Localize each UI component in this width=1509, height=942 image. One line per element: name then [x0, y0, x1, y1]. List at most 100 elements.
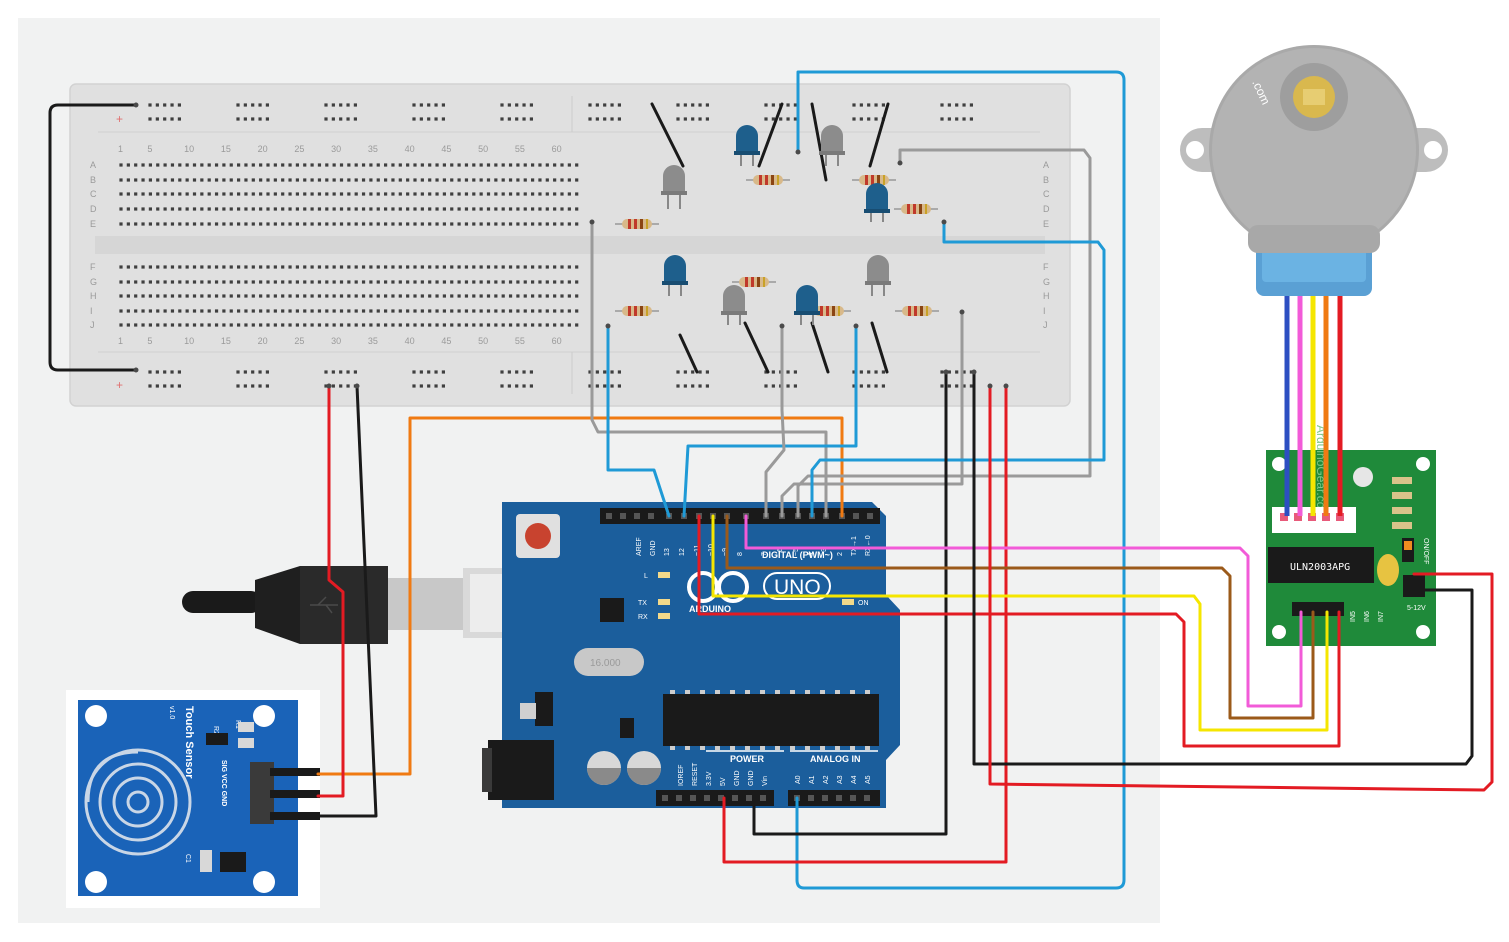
wire-black-driver-gnd — [972, 370, 1474, 766]
bb-hole — [339, 309, 344, 313]
column-number: 5 — [147, 144, 152, 154]
rail-hole — [588, 384, 592, 388]
bb-hole — [391, 309, 395, 313]
wire-end — [987, 383, 993, 389]
rail-hole — [434, 370, 438, 374]
bb-hole — [214, 265, 219, 269]
bb-hole — [229, 294, 233, 298]
header-pin — [760, 795, 766, 801]
bb-hole — [442, 178, 446, 182]
rail-hole — [412, 103, 416, 107]
bb-hole — [420, 265, 424, 269]
resistor-2 — [746, 175, 790, 185]
bb-hole — [567, 207, 571, 211]
bb-hole — [516, 207, 520, 211]
bb-hole — [119, 265, 123, 269]
bb-hole — [508, 265, 513, 269]
bb-hole — [479, 222, 483, 226]
bb-hole — [134, 280, 138, 284]
rail-hole — [434, 117, 438, 121]
bb-hole — [192, 309, 197, 313]
rail-hole — [529, 117, 533, 121]
crystal-label: 16.000 — [590, 658, 621, 669]
wire-orange-signal — [316, 416, 844, 776]
bb-hole — [222, 323, 226, 327]
bb-hole — [185, 280, 189, 284]
bb-hole — [354, 178, 358, 182]
bb-hole — [464, 207, 469, 211]
bb-hole — [126, 294, 130, 298]
bb-hole — [170, 323, 175, 327]
rail-hole — [779, 117, 783, 121]
rail-hole — [955, 103, 959, 107]
rail-hole — [441, 103, 445, 107]
wire-end — [589, 219, 595, 225]
bb-hole — [295, 323, 299, 327]
bb-hole — [494, 323, 498, 327]
bb-hole — [464, 192, 469, 196]
bb-hole — [222, 280, 226, 284]
bb-hole — [553, 207, 557, 211]
bb-hole — [317, 178, 322, 182]
bb-hole — [567, 222, 571, 226]
wire-end — [941, 219, 947, 225]
bb-hole — [200, 280, 204, 284]
bb-hole — [317, 294, 322, 298]
column-number: 40 — [405, 144, 415, 154]
wire-end — [133, 102, 139, 108]
bb-hole — [384, 280, 388, 284]
bb-hole — [347, 163, 351, 167]
bb-hole — [119, 222, 123, 226]
bb-hole — [192, 265, 197, 269]
bb-hole — [251, 207, 255, 211]
bb-hole — [523, 222, 527, 226]
bb-hole — [119, 192, 123, 196]
rail-hole — [867, 384, 871, 388]
bb-hole — [413, 265, 417, 269]
bb-hole — [266, 294, 270, 298]
bb-hole — [207, 294, 211, 298]
bb-hole — [251, 192, 255, 196]
bb-hole — [325, 163, 329, 167]
bb-hole — [237, 309, 241, 313]
phase-led — [1353, 467, 1373, 487]
bb-hole — [222, 265, 226, 269]
rail-hole — [339, 117, 343, 121]
usb-connector-metal — [388, 578, 468, 630]
bb-hole — [457, 207, 461, 211]
bb-hole — [486, 323, 491, 327]
bb-hole — [486, 222, 491, 226]
header-pin — [746, 795, 752, 801]
bb-hole — [391, 207, 395, 211]
bb-hole — [575, 309, 579, 313]
bb-hole — [428, 163, 432, 167]
column-number: 15 — [221, 336, 231, 346]
bb-hole — [163, 192, 167, 196]
bb-hole — [545, 280, 549, 284]
bb-hole — [148, 265, 152, 269]
bb-hole — [339, 222, 344, 226]
bb-hole — [486, 280, 491, 284]
bb-hole — [200, 163, 204, 167]
row-label: G — [1043, 277, 1050, 287]
bb-hole — [457, 309, 461, 313]
bb-hole — [560, 207, 564, 211]
rail-hole — [412, 370, 416, 374]
resistor-4 — [894, 204, 938, 214]
touch-pad[interactable] — [84, 748, 192, 856]
bb-hole — [141, 192, 145, 196]
rail-hole — [500, 103, 504, 107]
bb-hole — [126, 163, 130, 167]
bb-hole — [538, 294, 542, 298]
svg-text:IN5: IN5 — [1350, 611, 1357, 622]
bb-hole — [229, 207, 233, 211]
column-number: 20 — [258, 336, 268, 346]
reset-button[interactable] — [525, 523, 551, 549]
rail-hole — [691, 103, 695, 107]
led-gray-2 — [819, 125, 845, 166]
rail-hole — [698, 370, 702, 374]
bb-hole — [156, 323, 160, 327]
bb-hole — [163, 207, 167, 211]
